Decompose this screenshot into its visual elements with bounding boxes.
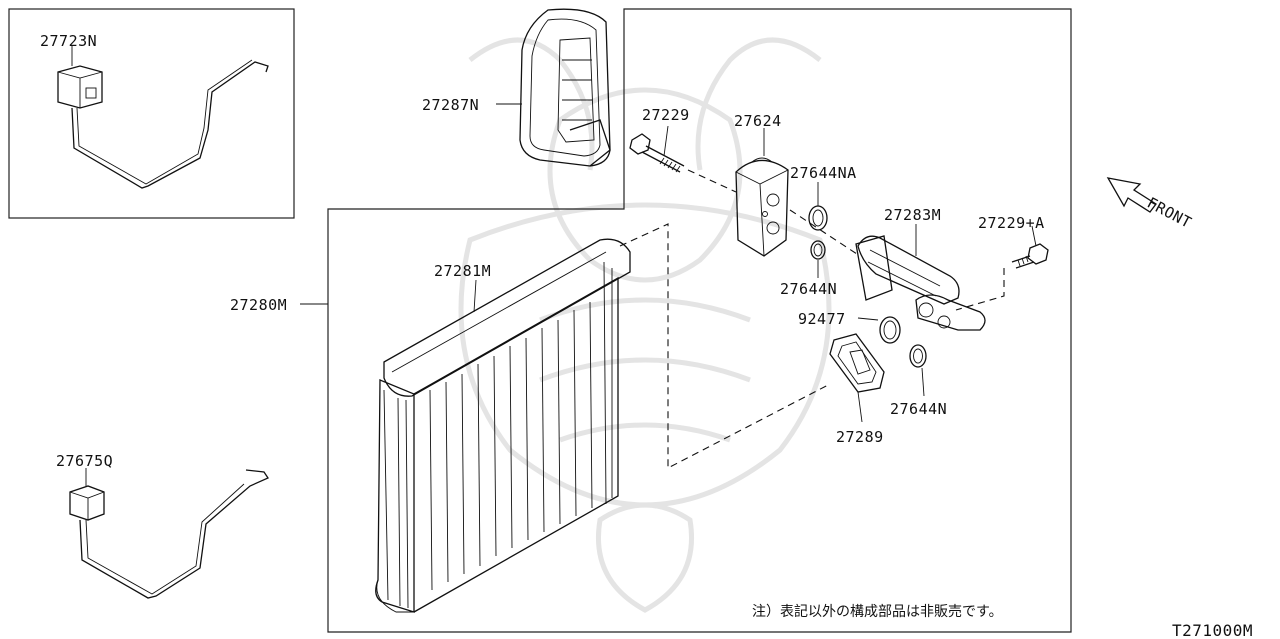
leader-27289	[857, 391, 863, 423]
evaporator-assembly-box	[327, 8, 1072, 633]
assembly-dashline	[619, 223, 831, 469]
valve-to-pipe-dashline	[789, 209, 861, 257]
part-92477-oring[interactable]	[879, 316, 901, 344]
part-27229A-bolt[interactable]	[1011, 243, 1049, 269]
label-27229A: 27229+A	[978, 214, 1045, 232]
leader-27229A	[1031, 225, 1037, 247]
leader-27644N-lower	[921, 367, 925, 397]
label-27644NA: 27644NA	[790, 164, 857, 182]
bolt-a-dashline	[955, 268, 1005, 311]
label-92477: 92477	[798, 310, 846, 328]
part-27229-bolt[interactable]	[629, 133, 685, 173]
part-27644N-oring-upper[interactable]	[810, 240, 826, 260]
part-27644N-oring-lower[interactable]	[909, 344, 927, 368]
diagram-id: T271000M	[1172, 621, 1253, 639]
front-direction-label: FRONT	[1144, 194, 1195, 232]
part-27281M-evaporator[interactable]	[375, 238, 631, 613]
footnote-text: 注）表記以外の構成部品は非販売です。	[752, 603, 1003, 620]
label-27675Q: 27675Q	[56, 452, 113, 470]
part-27624-expansion-valve[interactable]	[735, 157, 789, 257]
bolt-to-valve-dashline	[687, 169, 737, 193]
part-27675Q-sensor[interactable]	[69, 469, 269, 599]
label-27287N: 27287N	[422, 96, 479, 114]
sensor-inset-box	[8, 8, 295, 219]
label-27289: 27289	[836, 428, 884, 446]
label-27644N-lower: 27644N	[890, 400, 947, 418]
label-27624: 27624	[734, 112, 782, 130]
leader-27229	[663, 125, 669, 157]
part-27644NA-oring[interactable]	[808, 205, 828, 231]
leader-92477	[857, 317, 879, 321]
label-27283M: 27283M	[884, 206, 941, 224]
part-27289-gasket[interactable]	[829, 333, 885, 393]
label-27281M: 27281M	[434, 262, 491, 280]
label-27644N-upper: 27644N	[780, 280, 837, 298]
part-27283M-pipe[interactable]	[855, 235, 986, 331]
leader-27281M	[473, 279, 477, 313]
label-27280M: 27280M	[230, 296, 287, 314]
label-27229: 27229	[642, 106, 690, 124]
part-27287N-seal[interactable]	[519, 8, 611, 167]
watermark-emblem	[458, 37, 832, 613]
label-27723N: 27723N	[40, 32, 97, 50]
front-arrow-icon	[1106, 177, 1157, 213]
part-27723N-sensor[interactable]	[57, 59, 269, 189]
